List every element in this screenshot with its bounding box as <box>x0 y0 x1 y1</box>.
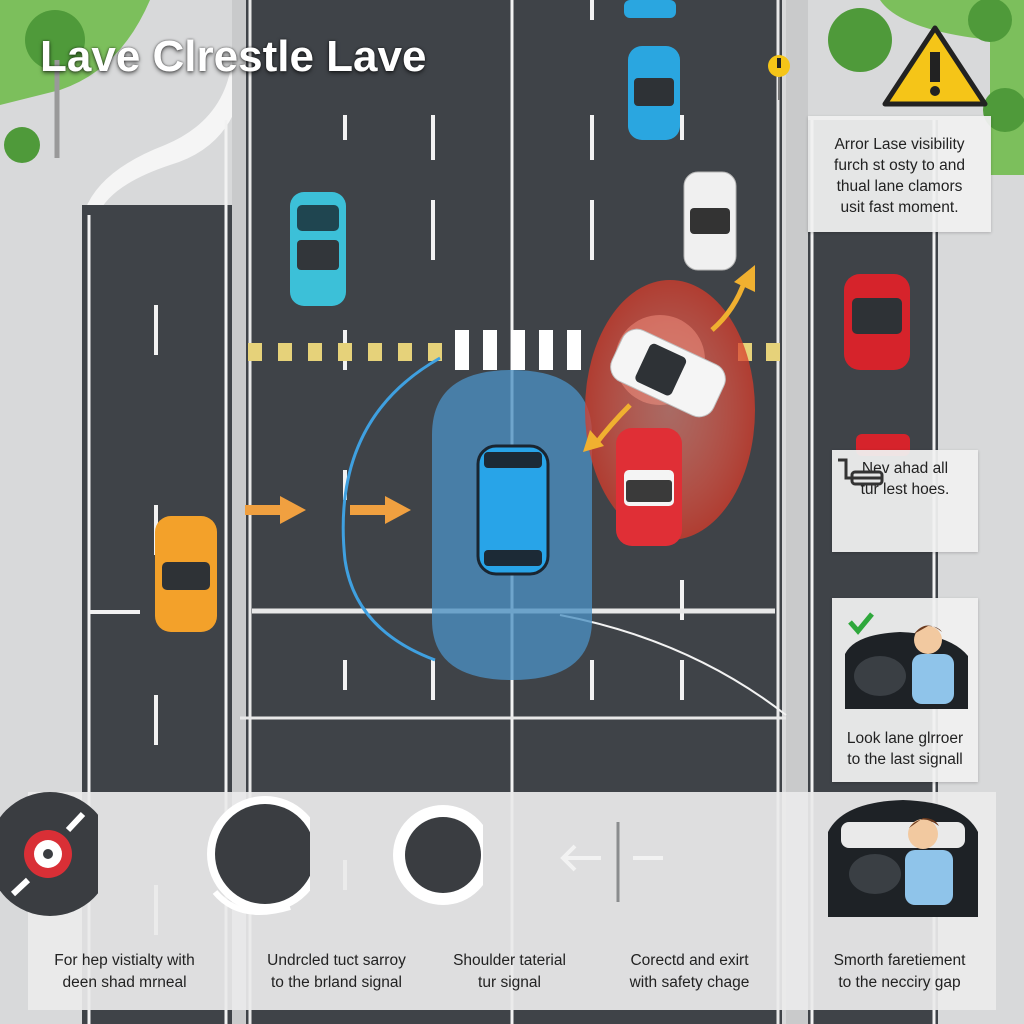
merging-white-car <box>610 328 726 418</box>
white-car <box>683 171 737 271</box>
steering-connector-icon <box>838 458 884 486</box>
small-warning-icon <box>768 55 790 100</box>
tip-tile-mirror: For hep vistialty with deen shad mrneal <box>0 792 221 1010</box>
tip-caption: tur signal <box>478 974 541 991</box>
info-panel-middle: Nev ahad all tur lest hoes. <box>832 450 978 552</box>
tip-caption: Corectd and exirt <box>630 952 749 969</box>
panel-line: furch st osty to and <box>834 157 965 174</box>
driver-in-car-icon <box>828 800 979 917</box>
blue-car-top <box>628 46 680 140</box>
tip-caption: with safety chage <box>629 974 750 991</box>
yellow-dashed-line <box>248 343 780 361</box>
tips-strip: For hep vistialty with deen shad mrneal … <box>0 792 996 1010</box>
tip-caption: to the brland signal <box>271 974 402 991</box>
panel-line: usit fast moment. <box>840 199 959 216</box>
info-panel-top: Arror Lase visibility furch st osty to a… <box>808 116 991 232</box>
ego-blue-car <box>476 444 550 576</box>
driver-card-line: to the last signall <box>847 751 963 768</box>
tip-caption: to the necciry gap <box>838 974 961 991</box>
tip-tile-filled-circle: Shoulder taterial tur signal <box>393 792 606 1010</box>
tip-caption: deen shad mrneal <box>62 974 187 991</box>
panel-line: tur lest hoes. <box>860 481 950 498</box>
red-car-right <box>844 274 910 370</box>
panel-line: Arror Lase visibility <box>834 136 965 153</box>
lane-dashes <box>343 0 684 900</box>
tip-tile-open-circle: Undrcled tuct sarroy to the brland signa… <box>207 792 433 1010</box>
cyan-car <box>290 192 346 306</box>
driver-card-line: Look lane glrroer <box>846 730 964 747</box>
tip-caption: Smorth faretiement <box>833 952 966 969</box>
left-right-arrows-icon <box>560 822 663 902</box>
driver-looking-icon <box>845 612 968 709</box>
tip-tile-driver: Smorth faretiement to the necciry gap <box>803 792 996 1010</box>
filled-circle-icon <box>393 805 483 905</box>
driver-card: Look lane glrroer to the last signall <box>832 598 978 782</box>
red-car-center <box>616 428 682 546</box>
blue-car-edge <box>624 0 676 18</box>
tip-caption: For hep vistialty with <box>54 952 195 969</box>
warning-triangle-icon <box>882 25 988 107</box>
tip-caption: Undrcled tuct sarroy <box>267 952 406 969</box>
page-title: Lave Clrestle Lave <box>40 32 427 81</box>
crosswalk <box>455 330 581 370</box>
blind-spot-mirror-icon <box>0 792 98 916</box>
direction-arrows <box>245 496 411 524</box>
tip-caption: Shoulder taterial <box>453 952 566 969</box>
open-circle-icon <box>207 796 310 915</box>
panel-line: thual lane clamors <box>836 178 963 195</box>
orange-car <box>155 516 217 632</box>
tip-tile-arrows: Corectd and exirt with safety chage <box>560 792 786 1010</box>
panel-line: Nev ahad all <box>861 460 949 477</box>
